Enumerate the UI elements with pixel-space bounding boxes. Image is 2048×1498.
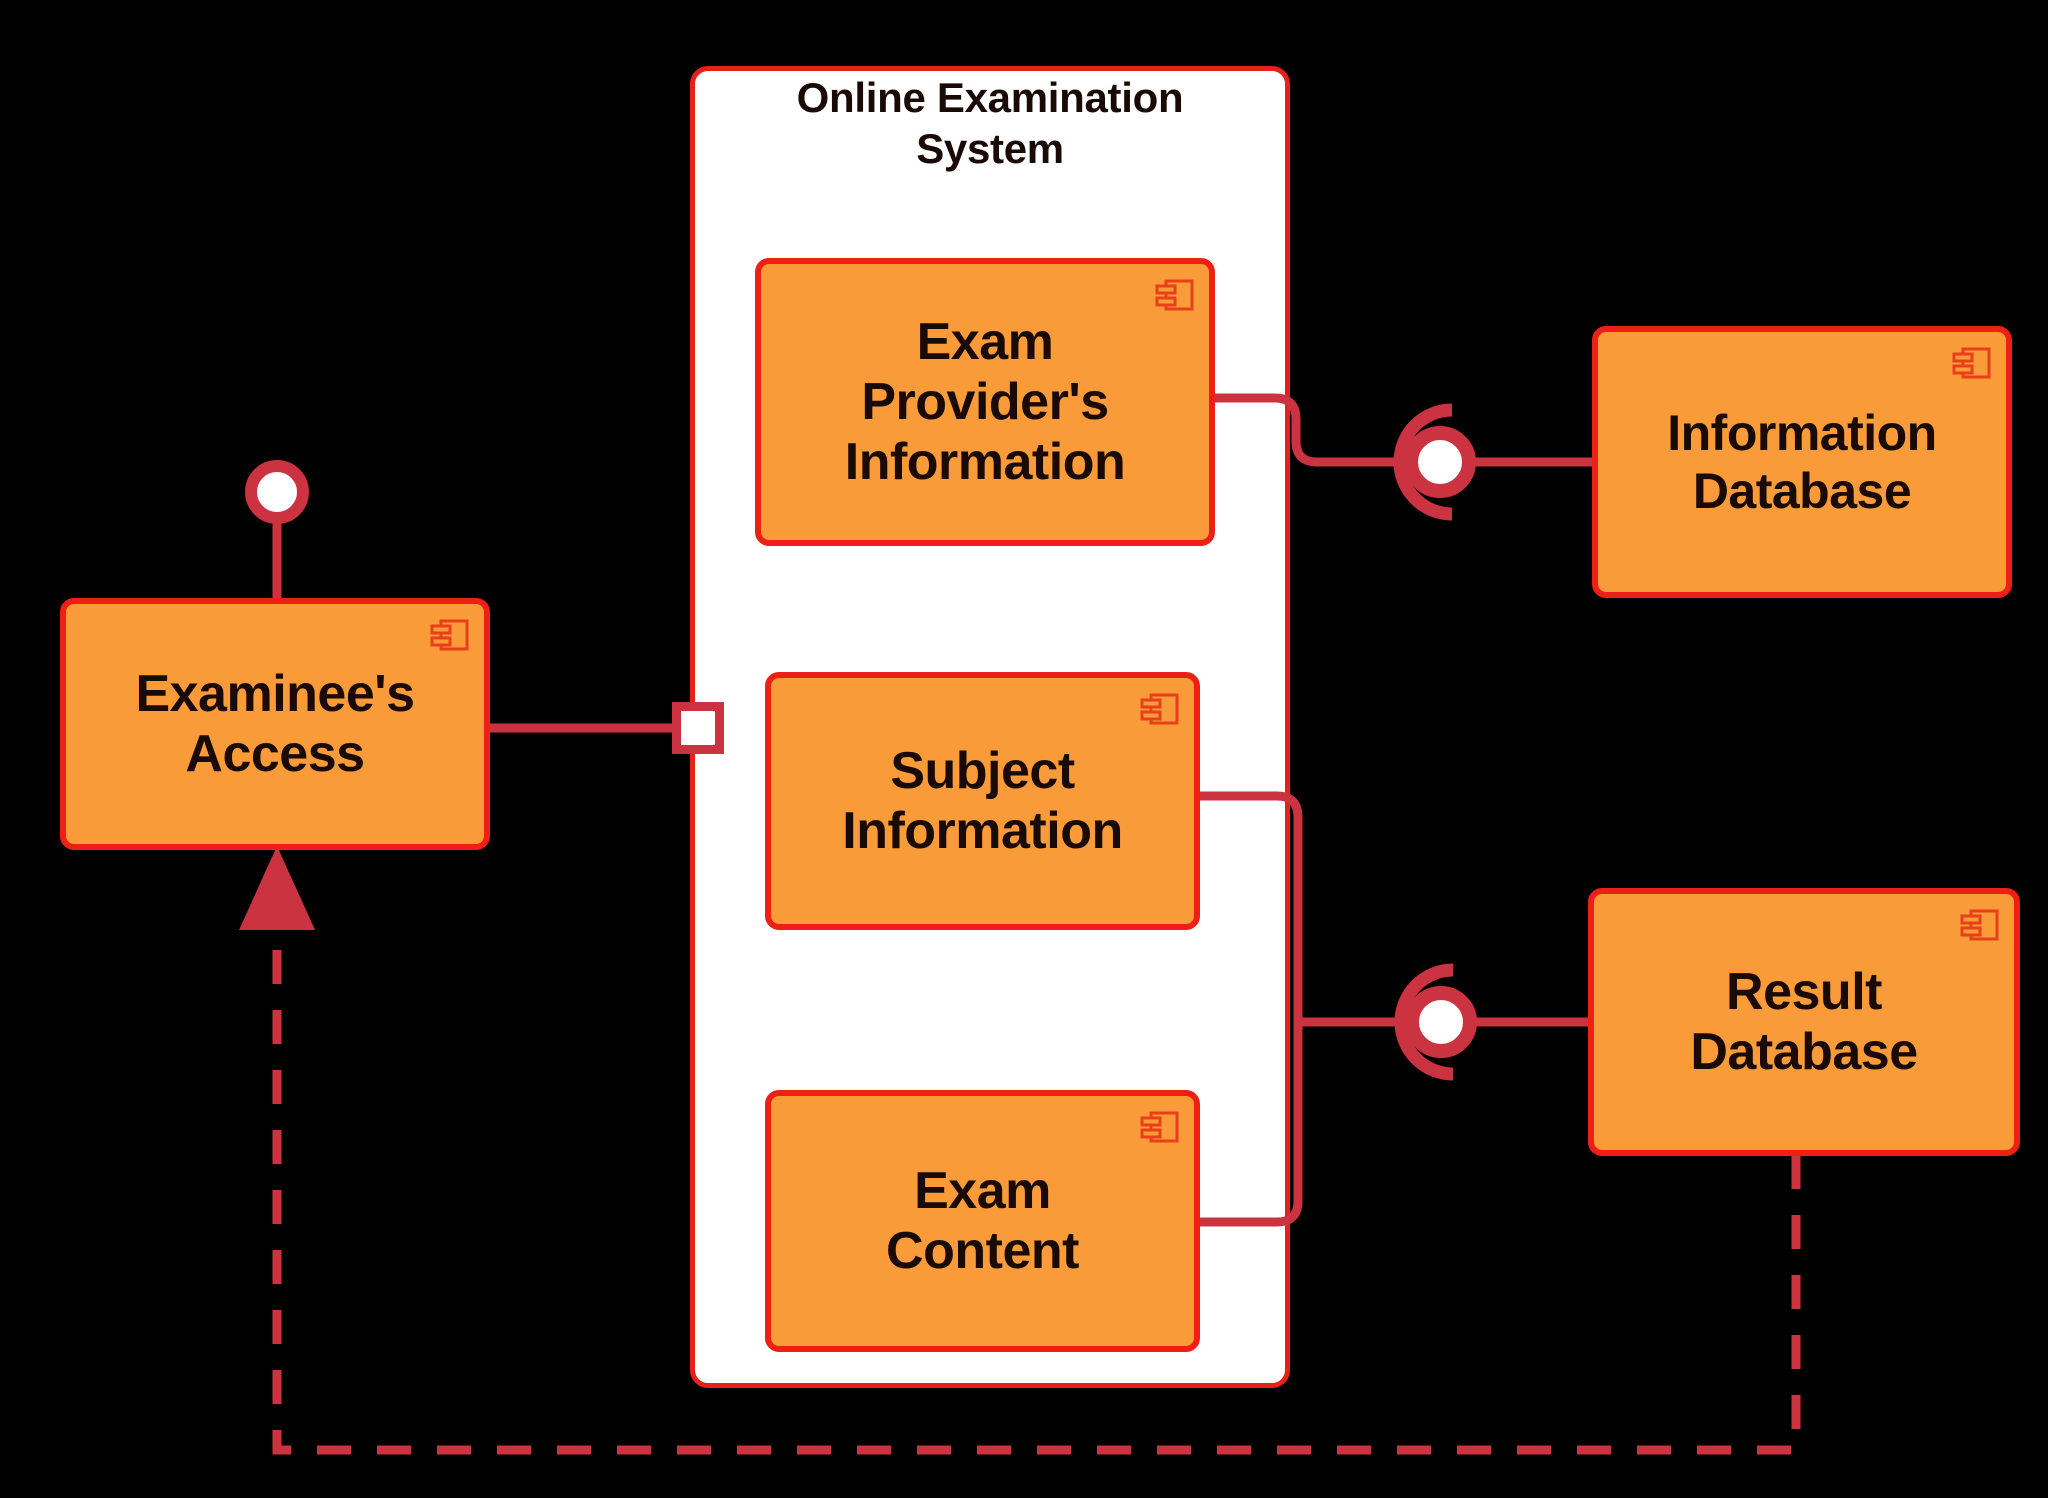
dependency-arrowhead	[239, 846, 315, 930]
component-label: Exam Provider's Information	[844, 312, 1126, 492]
component-icon	[1960, 909, 1999, 941]
component-icon	[1140, 693, 1179, 725]
component-label: Examinee's Access	[135, 664, 415, 783]
component-label: Subject Information	[842, 741, 1123, 860]
component-information-database[interactable]: Information Database	[1592, 326, 2012, 598]
provider-infodb-socket-arc	[1393, 403, 1453, 521]
component-exam-content[interactable]: Exam Content	[765, 1090, 1200, 1352]
resultdb-ball[interactable]	[1405, 986, 1477, 1058]
component-icon	[1155, 279, 1194, 311]
system-boundary-port[interactable]	[672, 702, 724, 754]
resultdb-socket-arc	[1394, 963, 1454, 1081]
component-exam-provider-information[interactable]: Exam Provider's Information	[755, 258, 1215, 546]
component-result-database[interactable]: Result Database	[1588, 888, 2020, 1156]
component-label: Result Database	[1690, 962, 1918, 1081]
component-icon	[1140, 1111, 1179, 1143]
component-label: Exam Content	[886, 1161, 1079, 1280]
component-label: Information Database	[1667, 405, 1937, 519]
component-icon	[1952, 347, 1991, 379]
component-subject-information[interactable]: Subject Information	[765, 672, 1200, 930]
component-icon	[430, 619, 469, 651]
provider-infodb-ball[interactable]	[1404, 426, 1476, 498]
component-examinee-access[interactable]: Examinee's Access	[60, 598, 490, 850]
examinee-provided-interface-lollipop[interactable]	[245, 460, 309, 524]
